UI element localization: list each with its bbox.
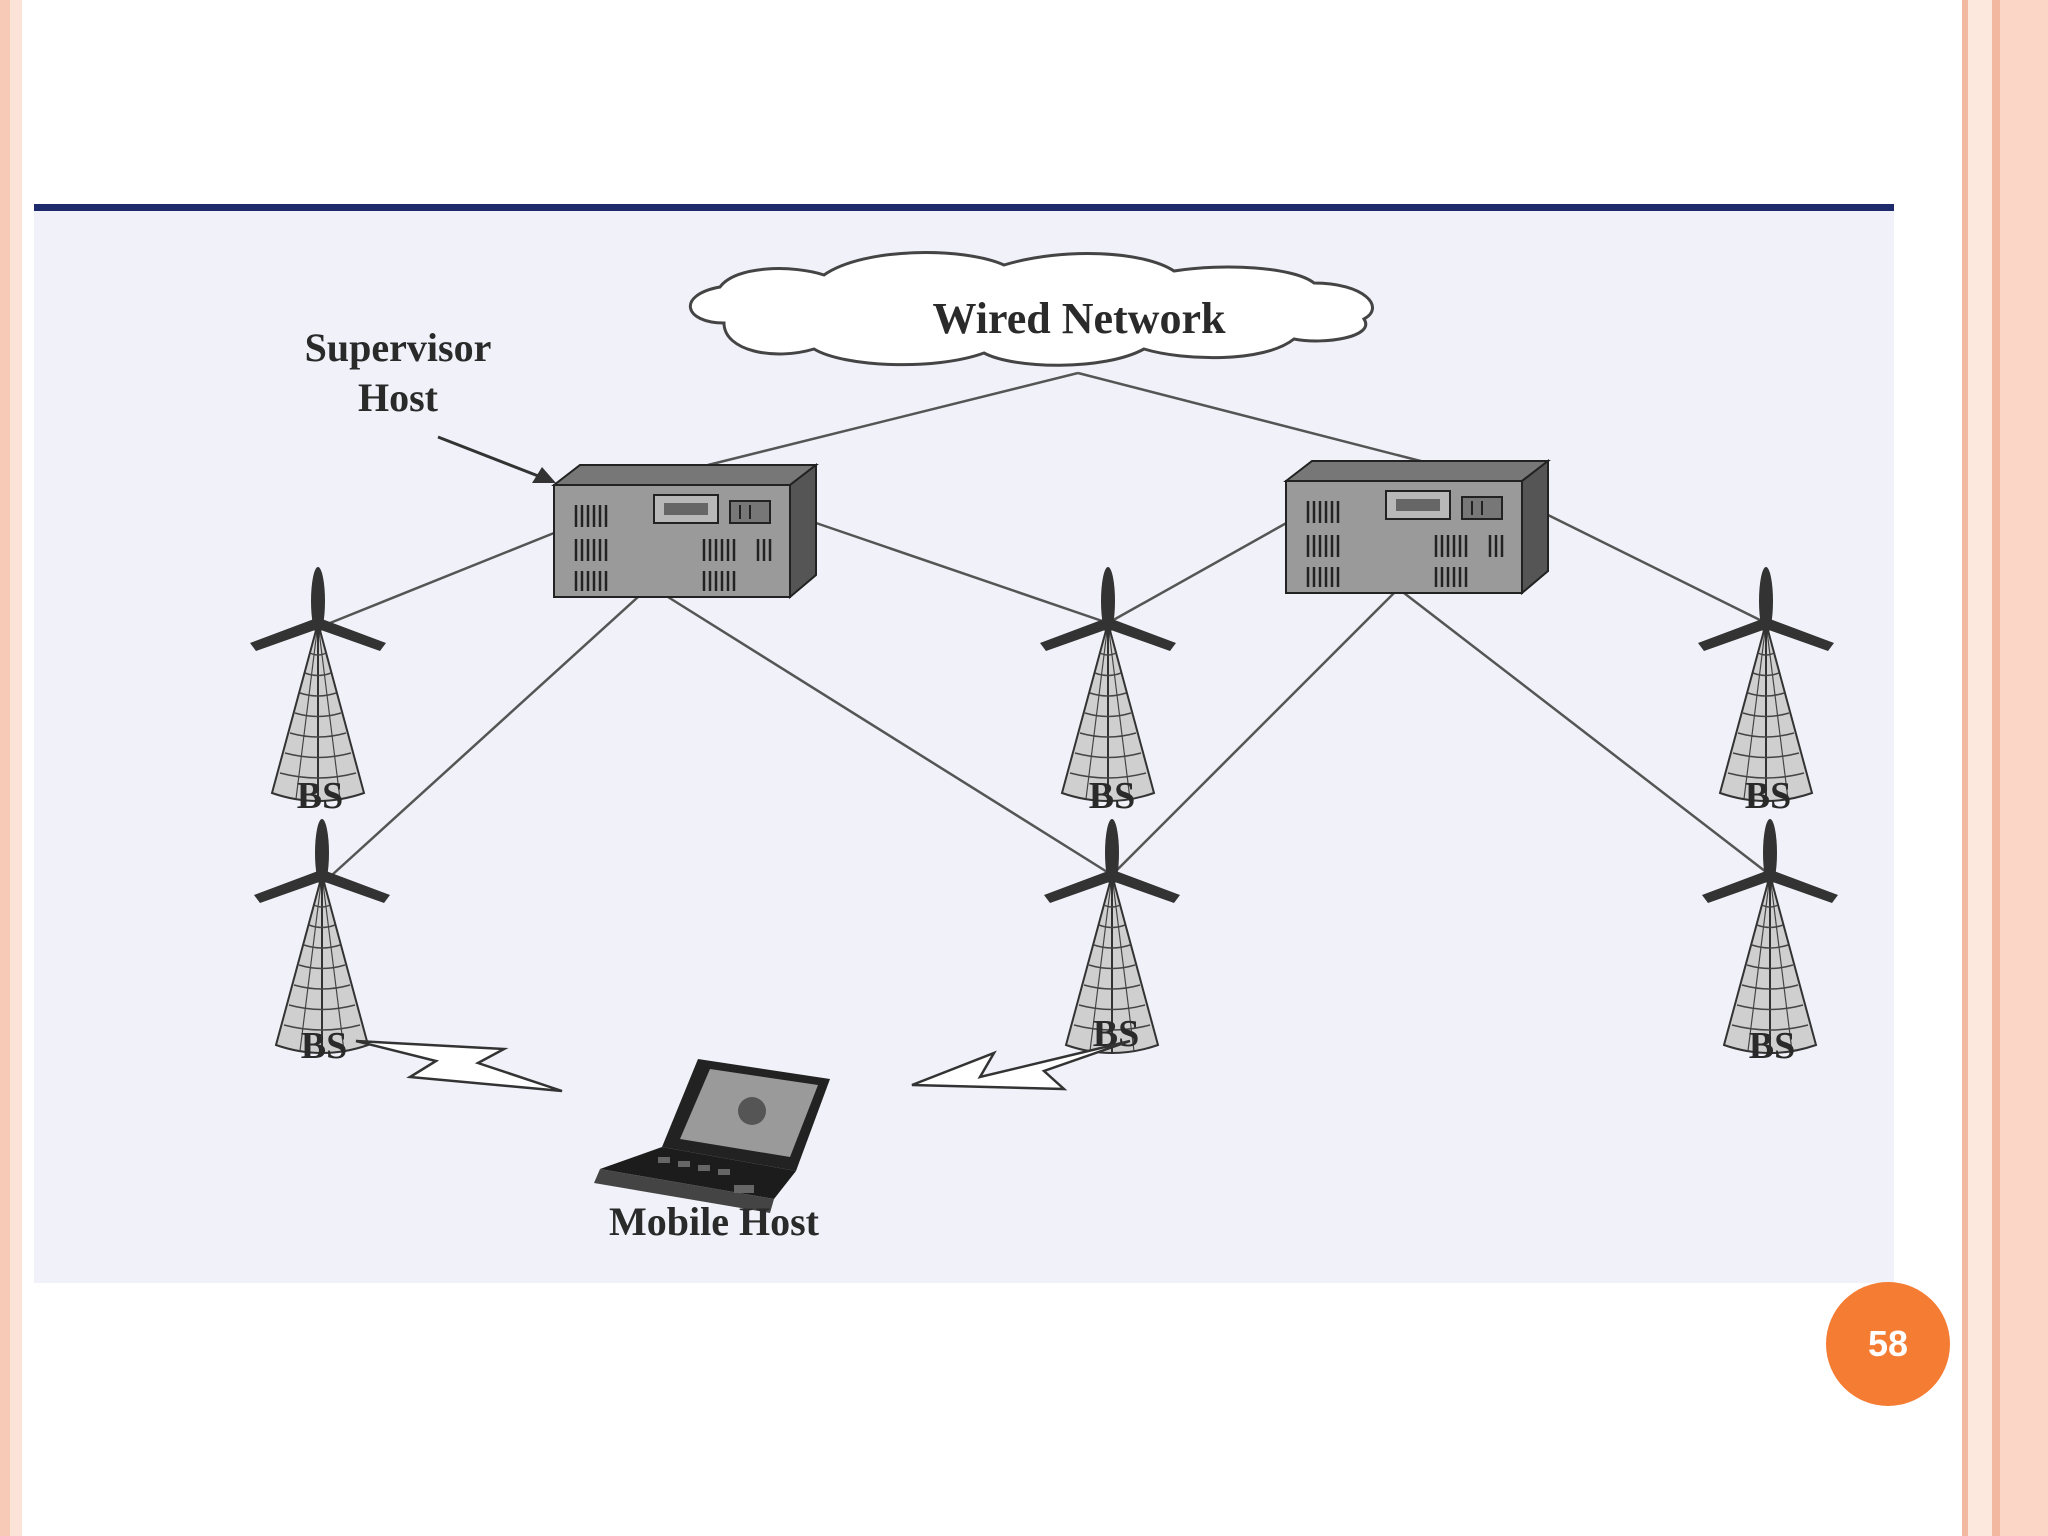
wireless-signal-icon: [355, 1039, 1131, 1093]
network-diagram-svg: Wired Network Supervisor Host BS BS BS B…: [249, 251, 1839, 1244]
supervisor-arrow: [437, 435, 556, 483]
supervisor-label-line2: Host: [358, 375, 439, 420]
page-number-badge: 58: [1826, 1282, 1950, 1406]
network-links: [329, 371, 1771, 877]
bs-tower-top-middle: [1039, 566, 1177, 802]
left-frame-stripe: [0, 0, 22, 1536]
bs-tower-bottom-right: [1701, 818, 1839, 1054]
bs-label: BS: [1089, 775, 1135, 817]
bs-tower-bottom-left: [253, 818, 391, 1054]
bs-label: BS: [301, 1025, 347, 1067]
supervisor-host-server-left: [552, 463, 818, 599]
supervisor-label-line1: Supervisor: [305, 325, 492, 370]
supervisor-host-server-right: [1284, 459, 1550, 595]
bs-label: BS: [1745, 775, 1791, 817]
cloud-label: Wired Network: [933, 294, 1226, 343]
right-frame-stripe: [1958, 0, 2048, 1536]
bs-label: BS: [1749, 1025, 1795, 1067]
network-diagram: Wired Network Supervisor Host BS BS BS B…: [34, 211, 1894, 1283]
bs-tower-top-left: [249, 566, 387, 802]
bs-tower-top-right: [1697, 566, 1835, 802]
mobile-host-label: Mobile Host: [609, 1199, 820, 1244]
laptop-icon: [594, 1059, 830, 1213]
bs-label: BS: [297, 775, 343, 817]
wired-network-cloud: Wired Network: [688, 251, 1374, 367]
diagram-top-rule: [34, 204, 1894, 211]
